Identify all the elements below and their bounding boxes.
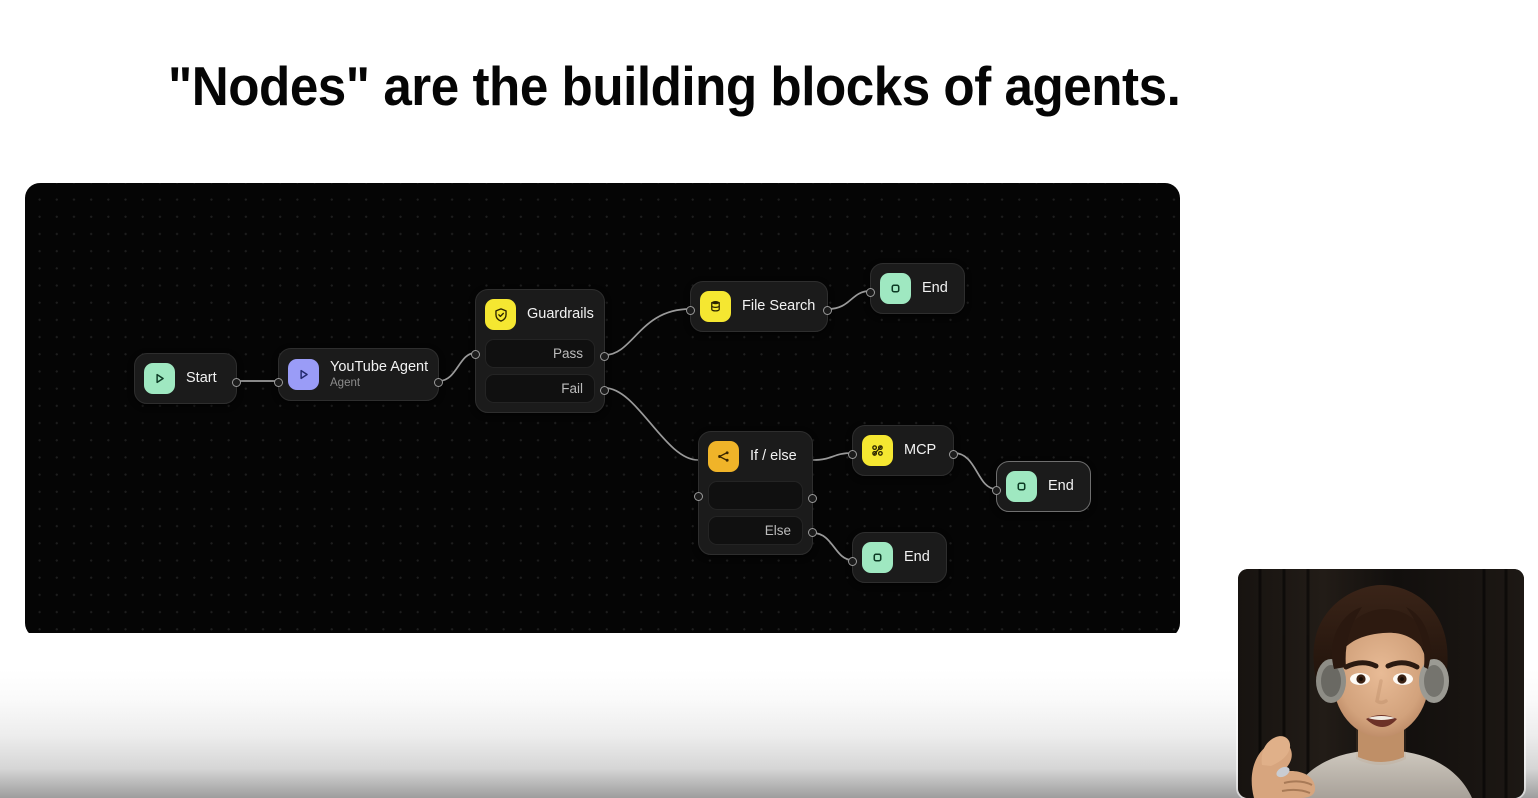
node-end-bottom[interactable]: End	[848, 532, 947, 583]
node-title: End	[1048, 478, 1074, 495]
page-title: "Nodes" are the building blocks of agent…	[168, 55, 1181, 117]
node-end-bottom-titles: End	[904, 548, 930, 566]
node-if-else-titles: If / else	[750, 447, 797, 465]
node-guardrails-titles: Guardrails	[527, 305, 594, 323]
node-guardrails-rows: Pass Fail	[485, 339, 595, 403]
stop-icon	[862, 542, 893, 573]
stop-icon	[880, 273, 911, 304]
node-end-top[interactable]: End	[866, 263, 965, 314]
node-end-right-titles: End	[1048, 477, 1074, 495]
node-end-top-header: End	[880, 273, 955, 304]
port-out[interactable]	[434, 378, 443, 387]
node-start-header: Start	[144, 363, 227, 394]
port-in[interactable]	[848, 557, 857, 566]
node-start[interactable]: Start	[134, 353, 241, 404]
node-title: File Search	[742, 298, 816, 315]
node-row-else[interactable]: Else	[708, 516, 803, 545]
stop-icon	[1006, 471, 1037, 502]
node-title: Start	[186, 370, 217, 387]
node-if-else-header: If / else	[708, 441, 803, 472]
node-file-search-titles: File Search	[742, 297, 815, 315]
node-end-top-titles: End	[922, 279, 948, 297]
node-youtube-agent-titles: YouTube Agent Agent	[330, 358, 428, 391]
node-mcp-titles: MCP	[904, 441, 936, 459]
port-in[interactable]	[274, 378, 283, 387]
canvas-dot-grid	[25, 183, 1180, 638]
node-title: MCP	[904, 442, 937, 459]
branch-icon	[708, 441, 739, 472]
play-icon	[144, 363, 175, 394]
node-youtube-agent-header: YouTube Agent Agent	[288, 358, 429, 391]
node-subtitle: Agent	[330, 377, 361, 390]
node-guardrails-header: Guardrails	[485, 299, 595, 330]
shield-check-icon	[485, 299, 516, 330]
node-mcp[interactable]: MCP	[848, 425, 958, 476]
port-out-else[interactable]	[808, 528, 817, 537]
node-if-else-rows: Else	[708, 481, 803, 545]
node-title: Guardrails	[527, 306, 594, 323]
flow-canvas[interactable]: Start YouTube Agent Agent	[25, 183, 1180, 638]
node-end-bottom-header: End	[862, 542, 937, 573]
database-icon	[700, 291, 731, 322]
port-out[interactable]	[823, 306, 832, 315]
node-mcp-header: MCP	[862, 435, 944, 466]
grid-dots-icon	[862, 435, 893, 466]
node-youtube-agent[interactable]: YouTube Agent Agent	[274, 348, 443, 402]
node-row-if[interactable]	[708, 481, 803, 510]
webcam-video	[1238, 569, 1524, 798]
port-out-fail[interactable]	[600, 386, 609, 395]
node-title: If / else	[750, 448, 797, 465]
node-file-search[interactable]: File Search	[686, 281, 832, 332]
node-row-pass[interactable]: Pass	[485, 339, 595, 368]
port-out[interactable]	[232, 378, 241, 387]
node-end-right-header: End	[1006, 471, 1081, 502]
port-in[interactable]	[694, 492, 703, 501]
port-out-if[interactable]	[808, 494, 817, 503]
node-row-fail[interactable]: Fail	[485, 374, 595, 403]
port-out[interactable]	[949, 450, 958, 459]
node-start-titles: Start	[186, 369, 217, 387]
node-if-else[interactable]: If / else Else	[694, 431, 817, 555]
node-file-search-header: File Search	[700, 291, 818, 322]
play-icon	[288, 359, 319, 391]
node-title: End	[922, 280, 948, 297]
node-title: End	[904, 549, 930, 566]
port-in[interactable]	[848, 450, 857, 459]
port-in[interactable]	[471, 350, 480, 359]
port-in[interactable]	[866, 288, 875, 297]
port-in[interactable]	[992, 486, 1001, 495]
node-end-right[interactable]: End	[992, 461, 1091, 512]
flow-edges	[236, 290, 997, 561]
port-out-pass[interactable]	[600, 352, 609, 361]
port-in[interactable]	[686, 306, 695, 315]
node-title: YouTube Agent	[330, 359, 429, 375]
presenter-webcam	[1238, 569, 1524, 798]
node-guardrails[interactable]: Guardrails Pass Fail	[471, 289, 609, 413]
